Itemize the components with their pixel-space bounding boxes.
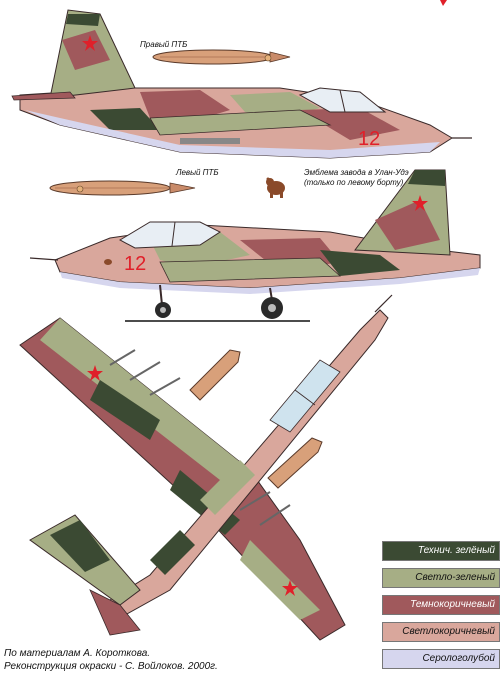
side-number-top: 12 (358, 128, 380, 150)
right-tank-label: Правый ПТБ (140, 40, 188, 49)
legend-item-grey-blue: Серологолубой (382, 649, 500, 669)
legend-label: Технич. зелёный (417, 545, 495, 556)
credits-line1: По материалам А. Короткова. (4, 648, 151, 659)
left-tank-label: Левый ПТБ (176, 168, 219, 177)
emblem-caption-line2: (только по левому борту) (304, 178, 404, 187)
legend-label: Светло-зеленый (415, 572, 495, 583)
legend-label: Светлокоричневый (402, 626, 495, 637)
legend-label: Серологолубой (422, 653, 495, 664)
bear-emblem (262, 172, 292, 202)
credits: По материалам А. Короткова. Реконструкци… (4, 647, 218, 673)
corner-star (440, 0, 447, 6)
left-fuel-tank (49, 180, 196, 196)
legend-item-tech-green: Технич. зелёный (382, 541, 500, 561)
credits-line2: Реконструкция окраски - С. Войлоков. 200… (4, 661, 218, 672)
legend-item-dark-brown: Темнокоричневый (382, 595, 500, 615)
legend-label: Темнокоричневый (410, 599, 495, 610)
side-number-bottom: 12 (124, 253, 146, 275)
emblem-caption: Эмблема завода в Улан-Удэ (только по лев… (304, 168, 409, 188)
aircraft-plan-view (19, 294, 393, 641)
legend-item-light-brown: Светлокоричневый (382, 622, 500, 642)
legend-item-light-green: Светло-зеленый (382, 568, 500, 588)
right-fuel-tank (152, 49, 291, 65)
emblem-caption-line1: Эмблема завода в Улан-Удэ (304, 168, 409, 177)
aircraft-right-side-view (11, 9, 472, 159)
aircraft-left-side-view (29, 169, 481, 322)
